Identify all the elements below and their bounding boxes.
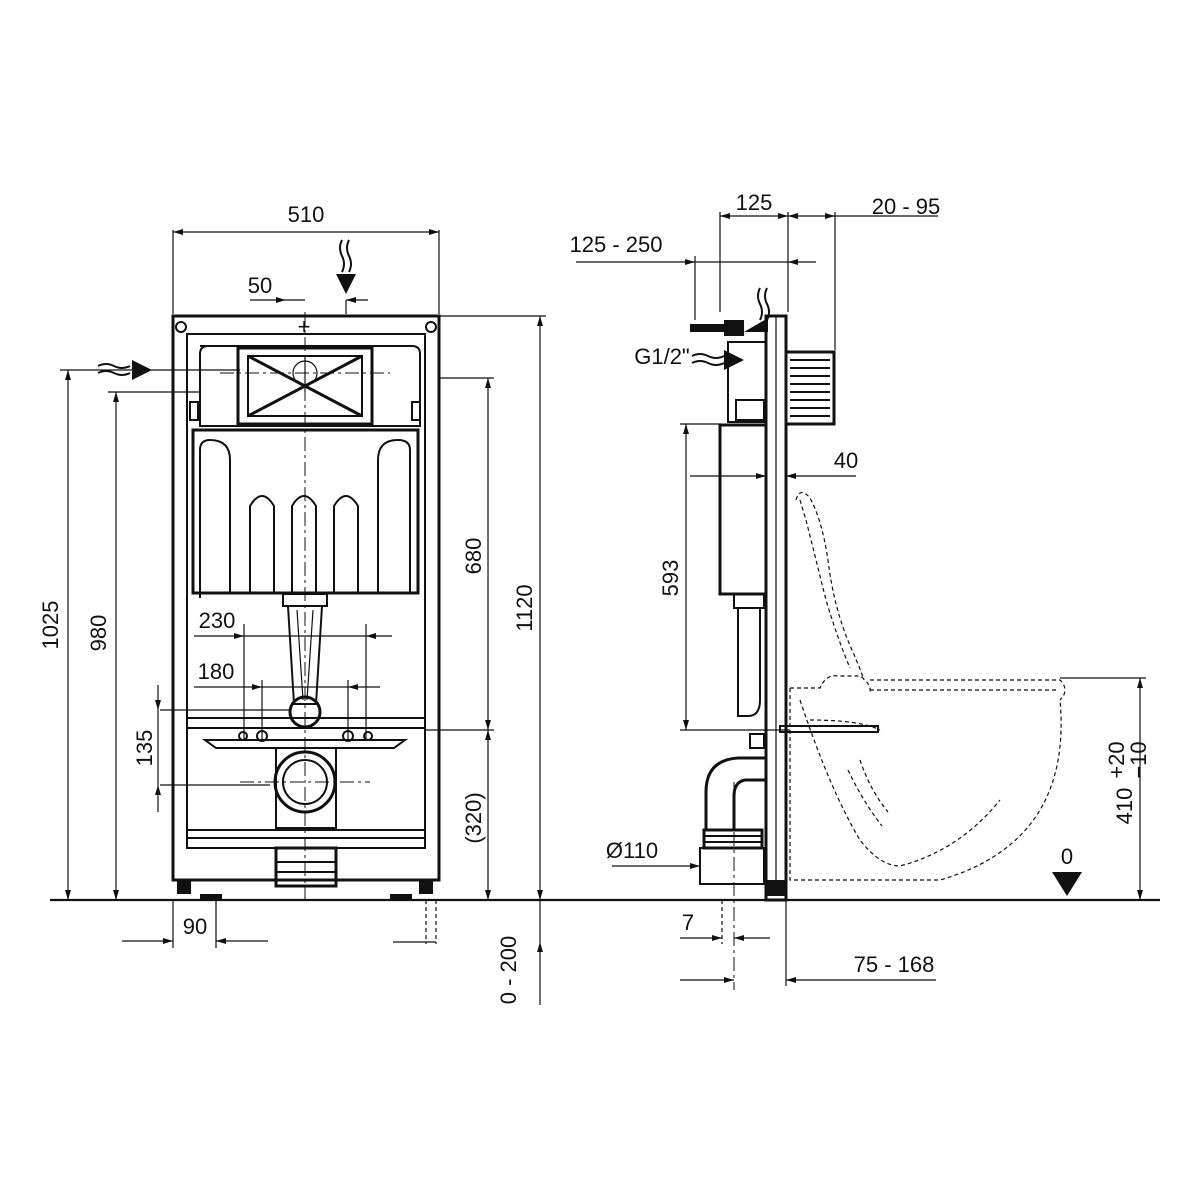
dim-320: (320) (461, 792, 486, 843)
frame-outline (171, 314, 441, 882)
dim-1025: 1025 (38, 601, 63, 650)
dim-0-200: 0 - 200 (496, 936, 521, 1005)
dim-o110: Ø110 (606, 838, 658, 863)
dim-180: 180 (198, 659, 235, 684)
dim-40: 40 (834, 448, 858, 473)
floor-level-label: 0 (1061, 844, 1073, 869)
dim-135: 135 (132, 730, 157, 767)
dim-seat-height: 410 +20 −10 (1104, 741, 1151, 824)
dim-20-95: 20 - 95 (872, 194, 941, 219)
dim-7: 7 (682, 910, 694, 935)
dim-125-250: 125 - 250 (570, 232, 663, 257)
wc-bowl (789, 491, 1066, 881)
dim-410-minus: −10 (1126, 741, 1151, 778)
front-view: + (38, 202, 546, 1005)
dim-50: 50 (248, 273, 272, 298)
dim-230: 230 (199, 608, 236, 633)
dim-1120: 1120 (512, 584, 537, 631)
dim-90: 90 (183, 914, 207, 939)
label-g1-2: G1/2" (634, 344, 690, 369)
dim-510: 510 (288, 202, 325, 227)
dim-75-168: 75 - 168 (854, 952, 935, 977)
dim-680: 680 (461, 538, 486, 575)
dim-125: 125 (736, 190, 773, 215)
dim-410: 410 (1112, 788, 1137, 825)
dim-410-plus: +20 (1104, 741, 1129, 778)
dim-980: 980 (86, 615, 111, 652)
side-view: 125 20 - 95 125 - 250 G1/2" 40 593 Ø110 … (570, 190, 1151, 990)
dim-593: 593 (658, 560, 683, 597)
svg-text:+: + (298, 314, 311, 339)
